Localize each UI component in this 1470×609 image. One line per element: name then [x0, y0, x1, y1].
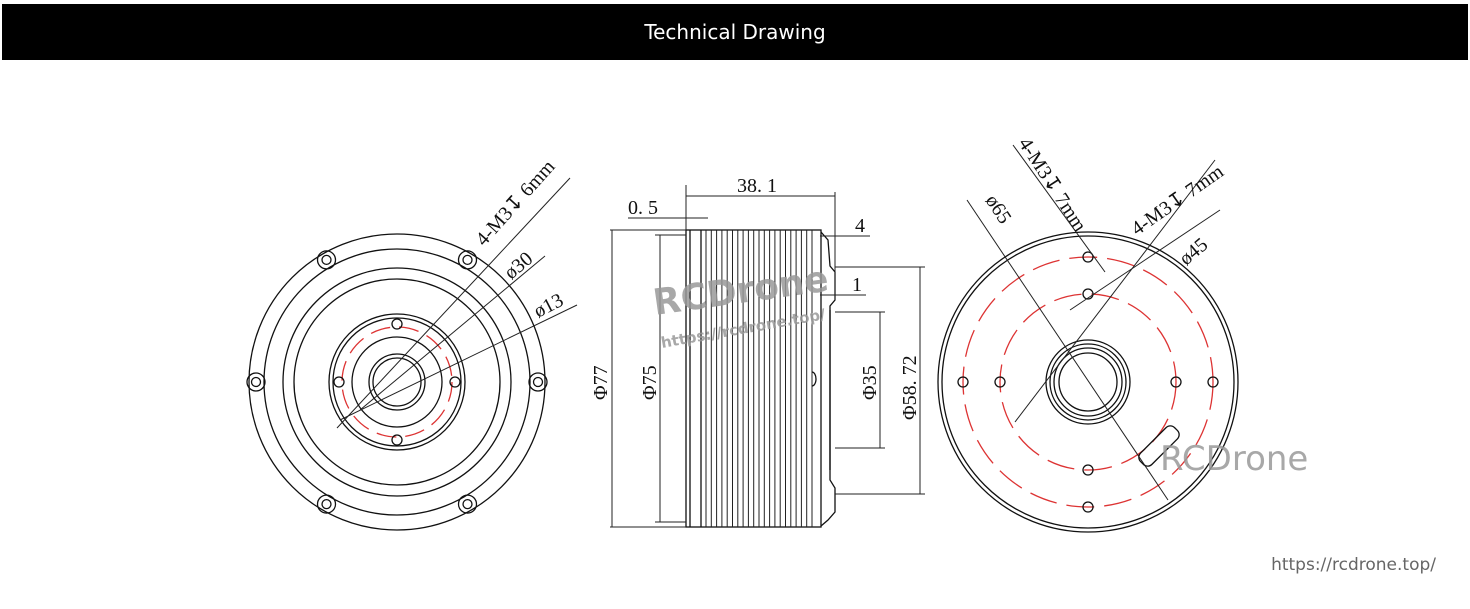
- watermark-brand-2: RCDrone: [1160, 439, 1308, 479]
- rear-hole: [994, 376, 1006, 388]
- footer-url: https://rcdrone.top/: [1271, 555, 1436, 575]
- mount-hole-icon: [321, 498, 332, 510]
- rear-hole: [957, 376, 969, 388]
- dim-d75: Φ75: [639, 365, 661, 400]
- mount-tab: [246, 372, 266, 392]
- rear-hole: [1082, 464, 1094, 476]
- rear-view: 4-M3↧ 7mm 4-M3↧ 7mm ø65 ø45 RCDrone: [937, 134, 1308, 533]
- mount-tab: [316, 494, 337, 514]
- mount-hole-icon: [532, 376, 544, 388]
- dim-d77: Φ77: [590, 365, 612, 400]
- front-dia30-label: ø30: [500, 248, 537, 284]
- mount-hole-icon: [462, 498, 473, 510]
- rear-hole: [1082, 288, 1094, 300]
- rear-hole: [1170, 376, 1182, 388]
- hub-hole: [333, 376, 345, 388]
- rear-hole: [1082, 501, 1094, 513]
- page-title: Technical Drawing: [644, 20, 826, 44]
- front-dia13-label: ø13: [530, 289, 567, 322]
- rear-thread-label-1: 4-M3↧ 7mm: [1014, 134, 1091, 236]
- title-bar: Technical Drawing: [2, 4, 1468, 60]
- dim-length: 38. 1: [737, 175, 777, 197]
- rear-hole: [1207, 376, 1219, 388]
- mount-tab: [316, 250, 337, 270]
- mount-tab: [457, 250, 478, 270]
- mount-hole-icon: [250, 376, 262, 388]
- mount-tab: [457, 494, 478, 514]
- dim-lip: 0. 5: [628, 197, 658, 219]
- hub-hole: [391, 434, 403, 446]
- mount-hole-icon: [462, 254, 473, 266]
- hub-hole: [391, 318, 403, 330]
- hub-hole: [449, 376, 461, 388]
- mount-tab: [528, 372, 548, 392]
- dim-cap: 4: [855, 215, 865, 237]
- dim-d35: Φ35: [859, 365, 881, 400]
- side-view: 38. 1 0. 5 4 1 Φ77 Φ75 Φ35 Φ58. 72 RCDro…: [590, 175, 925, 528]
- dim-step: 1: [852, 274, 862, 296]
- front-view: 4-M3↧ 6mm ø30 ø13: [246, 156, 578, 531]
- dim-d5872: Φ58. 72: [899, 355, 921, 420]
- rear-dia65-label: ø65: [981, 191, 1016, 228]
- mount-hole-icon: [321, 254, 332, 266]
- rear-hole: [1082, 251, 1094, 263]
- rear-thread-label-2: 4-M3↧ 7mm: [1127, 160, 1228, 240]
